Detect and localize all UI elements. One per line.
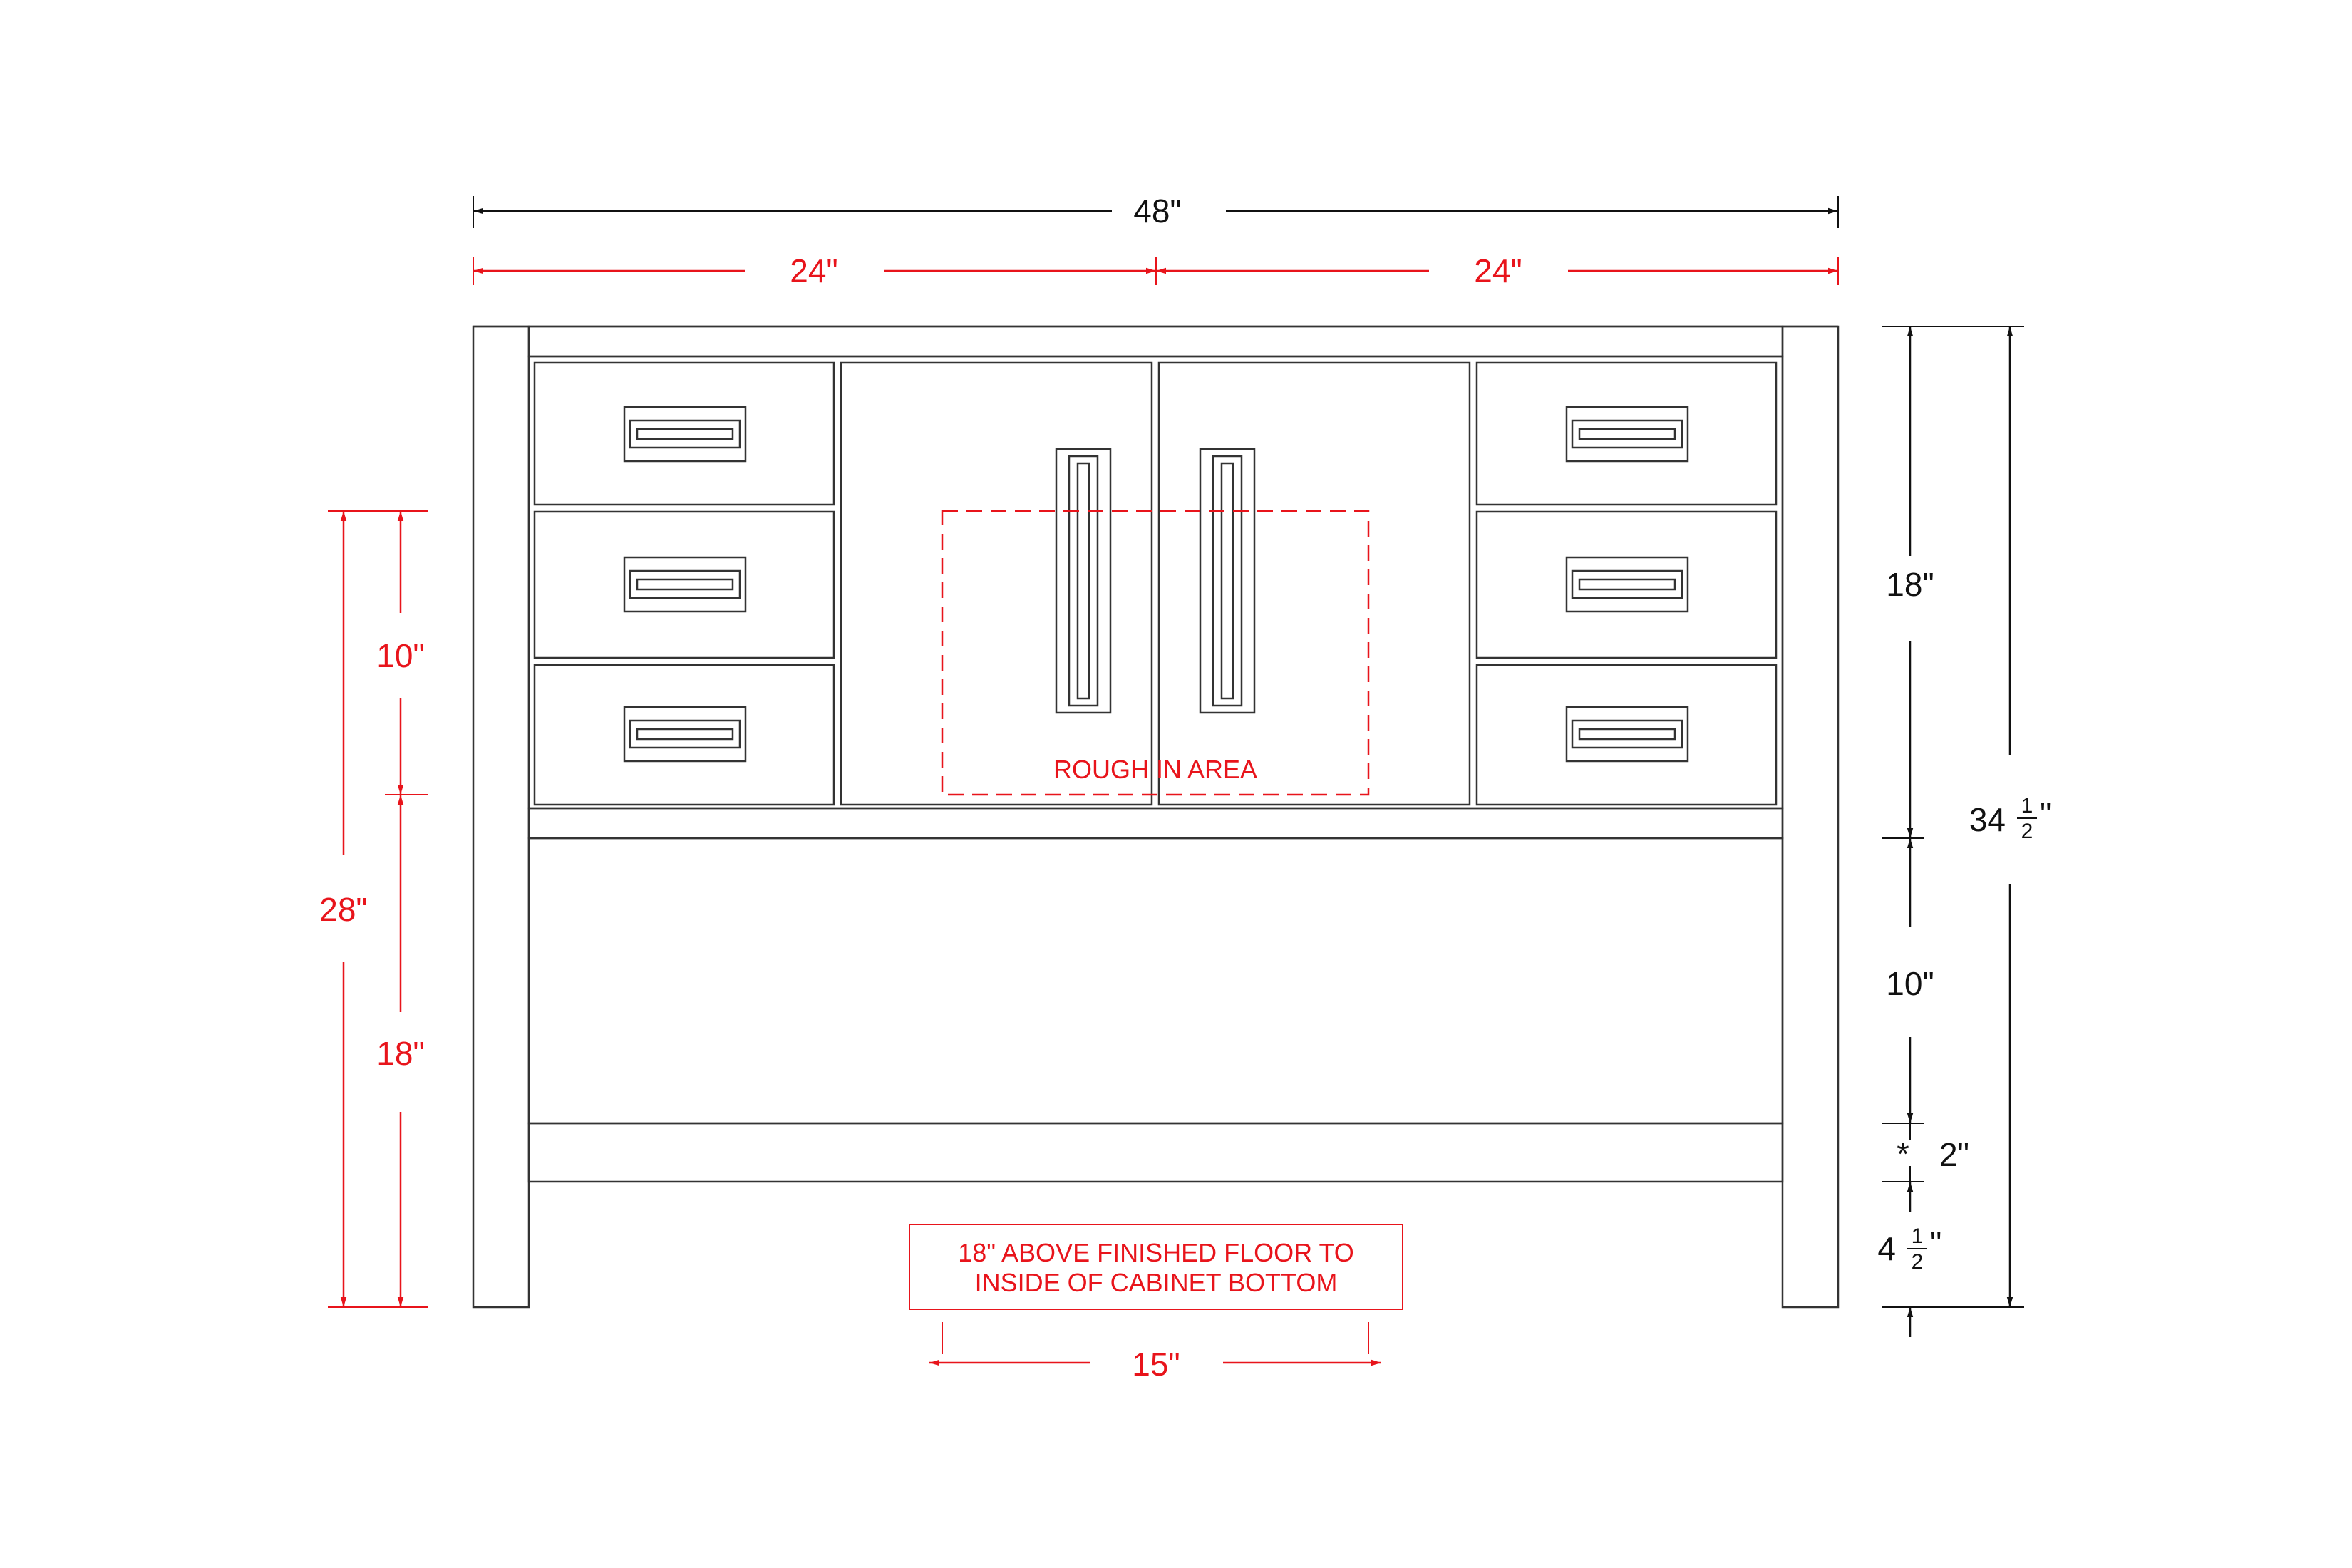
right-upper-height-label: 18" <box>1886 566 1934 603</box>
top-rail <box>527 325 1784 358</box>
drawer-pull <box>1565 406 1689 463</box>
right-door <box>1157 361 1471 806</box>
right-drawer-stack <box>1475 361 1778 806</box>
left-lower-label: 18" <box>376 1035 425 1072</box>
overall-width-label: 48" <box>1133 192 1182 229</box>
right-vertical-dimensions <box>1882 326 2024 1337</box>
rough-in-area-label: ROUGH IN AREA <box>1053 755 1257 784</box>
middle-rail <box>527 807 1784 840</box>
left-drawer-2 <box>533 510 835 659</box>
right-leg <box>1781 325 1840 1309</box>
rough-in-width-label: 15" <box>1132 1346 1180 1383</box>
right-half-width-label: 24" <box>1474 252 1522 289</box>
open-shelf-area <box>527 837 1784 1125</box>
drawer-pull <box>623 406 747 463</box>
door-pull-left <box>1055 448 1112 714</box>
overall-width-dimension: 48" <box>473 192 1839 229</box>
right-middle-height-label: 10" <box>1886 965 1934 1002</box>
svg-text:1: 1 <box>1912 1224 1924 1248</box>
floor-note-line-2: INSIDE OF CABINET BOTTOM <box>975 1268 1338 1297</box>
floor-note-line-1: 18" ABOVE FINISHED FLOOR TO <box>958 1238 1354 1267</box>
right-shelf-height-label: 2" <box>1939 1136 1969 1173</box>
drawer-pull <box>1565 556 1689 613</box>
half-width-dimensions: 24" 24" <box>473 252 1839 289</box>
svg-text:34: 34 <box>1969 801 2006 838</box>
drawer-zone <box>527 355 1784 810</box>
svg-text:": " <box>2040 795 2051 832</box>
rough-in-width-dimension <box>929 1322 1381 1366</box>
left-drawer-stack <box>533 361 835 806</box>
right-drawer-2 <box>1475 510 1778 659</box>
cabinet <box>472 325 1840 1309</box>
svg-text:4: 4 <box>1877 1230 1896 1267</box>
floor-note-box <box>909 1224 1403 1310</box>
left-vertical-dimensions <box>328 510 428 1308</box>
svg-text:1: 1 <box>2021 794 2033 817</box>
door-pull-right <box>1199 448 1256 714</box>
drawer-pull <box>623 556 747 613</box>
left-half-width-label: 24" <box>790 252 838 289</box>
right-total-height-label: 34 1 2 " <box>1969 794 2052 843</box>
drawer-pull <box>1565 706 1689 763</box>
left-upper-label: 10" <box>376 637 425 674</box>
rough-in-area-box <box>941 510 1370 796</box>
svg-text:2: 2 <box>2021 820 2033 843</box>
right-drawer-1 <box>1475 361 1778 506</box>
right-toe-height-label: 4 1 2 " <box>1877 1224 1941 1274</box>
svg-text:2: 2 <box>1912 1250 1924 1274</box>
left-door <box>840 361 1153 806</box>
left-total-label: 28" <box>319 891 368 928</box>
left-drawer-1 <box>533 361 835 506</box>
left-leg <box>472 325 530 1309</box>
svg-text:": " <box>1930 1224 1941 1262</box>
right-shelf-mark: * <box>1897 1135 1909 1172</box>
drawer-pull <box>623 706 747 763</box>
left-drawer-3 <box>533 664 835 806</box>
bottom-shelf <box>527 1122 1784 1183</box>
right-drawer-3 <box>1475 664 1778 806</box>
